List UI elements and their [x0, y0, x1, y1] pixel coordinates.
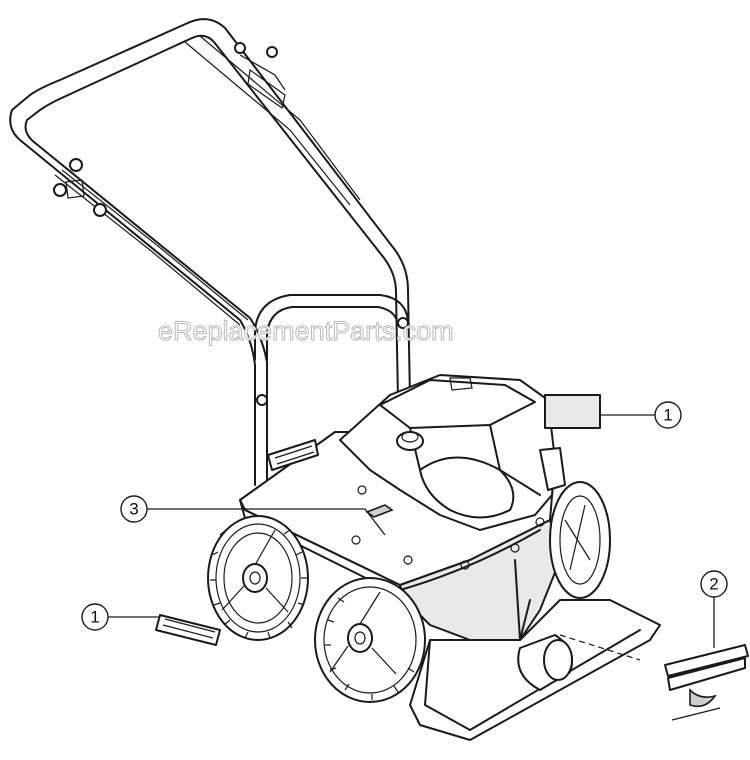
watermark-text: eReplacementParts.com — [158, 316, 454, 346]
engine — [339, 374, 566, 531]
decal-left-brand — [155, 614, 221, 646]
front-wheel — [314, 577, 426, 703]
decal-right-blank — [544, 394, 601, 429]
rear-left-wheel — [207, 515, 309, 641]
callout-3-label: 3 — [129, 500, 138, 519]
callout-1-right: 1 — [654, 401, 682, 429]
callout-3: 3 — [120, 495, 148, 523]
handle-assembly — [9, 18, 411, 486]
leader-line-3 — [147, 508, 386, 536]
callout-1-left: 1 — [81, 603, 109, 631]
callout-1-left-label: 1 — [90, 608, 99, 627]
vacuum-nozzle — [409, 599, 661, 741]
rear-right-wheel — [549, 481, 611, 599]
decal-brand-logo — [664, 644, 749, 721]
callout-2: 2 — [700, 570, 728, 598]
callout-2-label: 2 — [709, 575, 718, 594]
callout-1-right-label: 1 — [663, 406, 672, 425]
